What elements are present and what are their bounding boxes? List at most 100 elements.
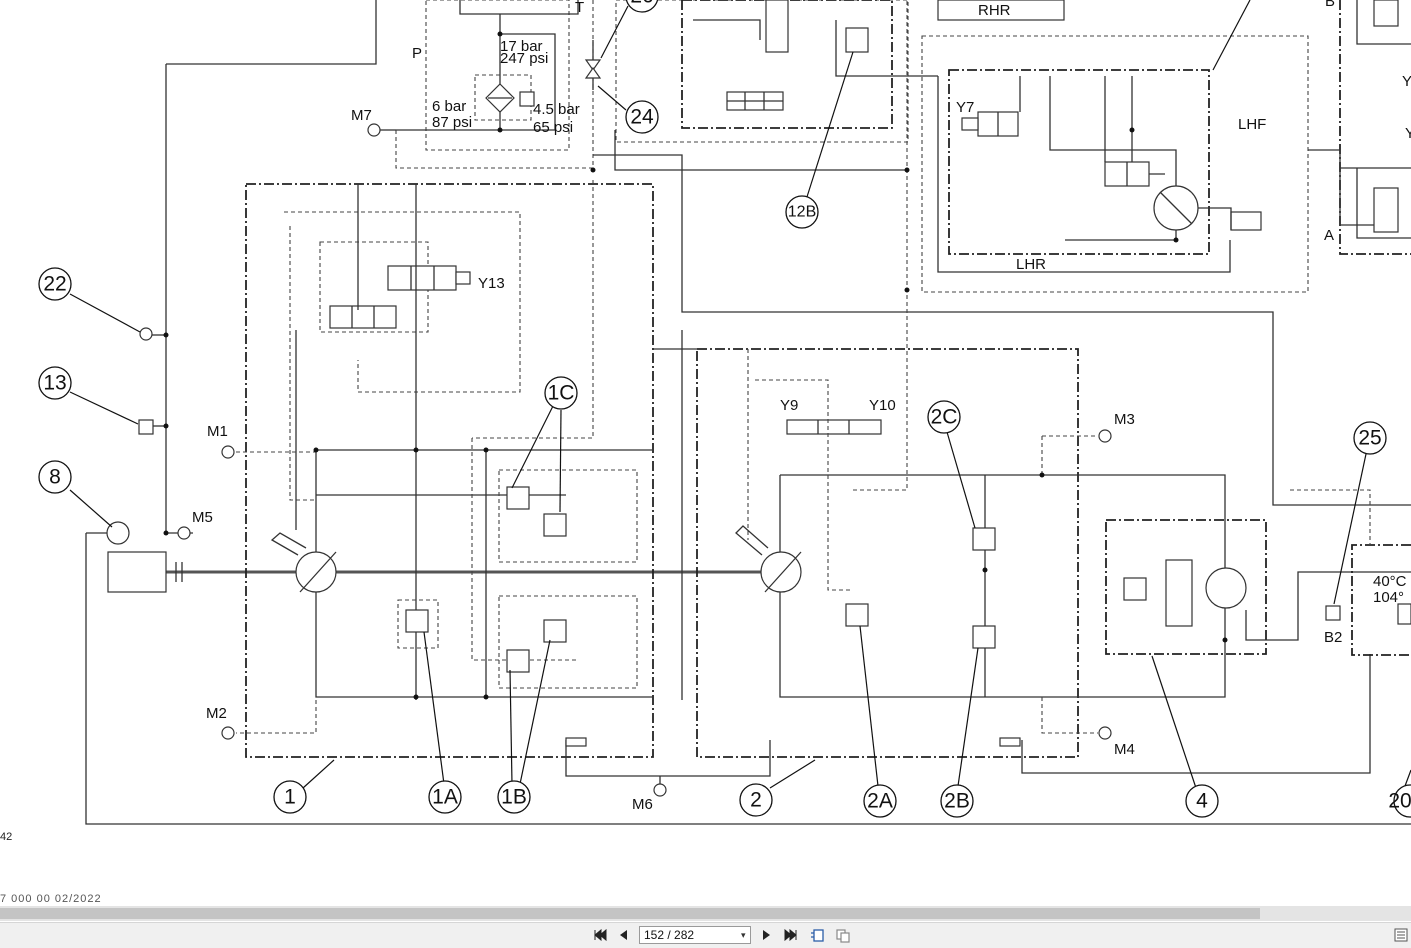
last-page-button[interactable]: [782, 926, 800, 944]
fit-page-icon: [811, 929, 824, 942]
scrollbar-thumb[interactable]: [0, 908, 1260, 919]
motor-lhf-arrow: [1159, 191, 1193, 225]
callout-4: 4: [1185, 784, 1219, 818]
rhr-box: [937, 0, 1065, 21]
solenoid-valve-y9-y10: [786, 419, 882, 435]
directional-valve-1: [329, 305, 397, 329]
check-valve-22: [139, 327, 153, 341]
pump-1: [295, 551, 337, 593]
svg-text:2B: 2B: [944, 790, 970, 813]
pump2-pilot-c: [853, 0, 908, 491]
pump2-m4: [1041, 697, 1098, 734]
pump-block-2: [696, 348, 1079, 758]
right-line-a: [1356, 0, 1411, 45]
lhf-line-a: [1049, 76, 1177, 186]
label-b: B: [1325, 0, 1335, 10]
right-line-d: [1308, 149, 1374, 226]
label-87psi: 87 psi: [432, 114, 472, 131]
svg-text:13: 13: [43, 372, 66, 395]
label-m7: M7: [351, 107, 372, 124]
test-port-m6: [653, 783, 667, 797]
pump2-pilot-b: [755, 379, 850, 591]
check-valve-26: [584, 59, 602, 72]
label-t: T: [575, 0, 584, 16]
test-port-m1: [221, 445, 235, 459]
next-page-button[interactable]: [758, 926, 776, 944]
test-port-m3: [1098, 429, 1112, 443]
fit-width-icon: [836, 929, 850, 943]
first-page-button[interactable]: [591, 926, 609, 944]
callout-2: 2: [739, 783, 773, 817]
motor-block-lhf-lhr: [948, 69, 1210, 255]
callout-26: 26: [625, 0, 659, 13]
test-port-m5: [177, 526, 191, 540]
pump-2-lever: [735, 525, 769, 556]
filter-block: [425, 0, 570, 151]
svg-text:24: 24: [630, 106, 654, 129]
label-y9: Y9: [780, 397, 798, 414]
valve-block-line-a: [693, 19, 761, 40]
label-y7: Y7: [956, 99, 974, 116]
svg-text:2C: 2C: [931, 406, 958, 429]
callout-2c: 2C: [927, 400, 961, 434]
pump-2-arrow: [764, 551, 802, 593]
label-temp-c: 40°C: [1373, 573, 1407, 590]
motor-4-out: [1245, 571, 1411, 641]
svg-text:1C: 1C: [548, 382, 575, 405]
solenoid-valve-y13: [387, 265, 457, 291]
label-6bar: 6 bar: [432, 98, 466, 115]
svg-text:1: 1: [284, 786, 296, 809]
valve-4a: [1123, 577, 1147, 601]
callout-20: 20: [1388, 784, 1411, 818]
label-m1: M1: [207, 423, 228, 440]
svg-text:20: 20: [1388, 790, 1411, 813]
sensor-b2: [1325, 605, 1341, 621]
fit-page-button[interactable]: [809, 926, 827, 944]
callout-2a: 2A: [863, 784, 897, 818]
valve-block-line-c: [593, 154, 1411, 506]
previous-page-button[interactable]: [614, 926, 632, 944]
valve-block-line-b: [835, 20, 938, 77]
right-valve-top: [1373, 0, 1399, 27]
label-65psi: 65 psi: [533, 119, 573, 136]
fit-width-button[interactable]: [834, 926, 852, 944]
svg-text:25: 25: [1358, 427, 1381, 450]
control-valve-inner: [681, 0, 893, 129]
label-m6: M6: [632, 796, 653, 813]
valve-group-1b: [498, 595, 638, 689]
filter-line-b: [500, 33, 556, 131]
label-m4: M4: [1114, 741, 1135, 758]
check-valve-24: [584, 66, 602, 79]
spool-valve-main: [765, 0, 789, 53]
relief-1c-a: [506, 486, 530, 510]
previous-page-icon: [620, 930, 627, 940]
page-dropdown-icon[interactable]: ▾: [741, 930, 746, 940]
label-m2: M2: [206, 705, 227, 722]
callout-1c: 1C: [544, 376, 578, 410]
svg-text:1B: 1B: [501, 786, 527, 809]
relief-1b-a: [543, 619, 567, 643]
bypass-valve: [519, 91, 535, 107]
page-number-field[interactable]: [639, 926, 751, 944]
cylinder-rod: [1126, 162, 1165, 186]
svg-text:2: 2: [750, 789, 762, 812]
first-page-icon: [594, 929, 607, 941]
label-m5: M5: [192, 509, 213, 526]
menu-button[interactable]: [1392, 926, 1410, 944]
callout-8: 8: [38, 460, 72, 494]
motor-shaft-lhf: [1198, 207, 1232, 230]
callout-22: 22: [38, 267, 72, 301]
valve-group-1c: [498, 469, 638, 563]
right-line-b: [1356, 168, 1411, 239]
y13-coil: [455, 271, 471, 285]
leader-arrows: [69, 0, 1411, 789]
p-port-line: [459, 0, 579, 15]
y7-coil: [961, 117, 979, 131]
drain-2: [999, 737, 1021, 747]
junction-dots: [163, 31, 1228, 700]
callout-25: 25: [1353, 421, 1387, 455]
dv1-internal: [351, 306, 375, 328]
label-y10: Y10: [869, 397, 896, 414]
callout-1b: 1B: [497, 780, 531, 814]
relief-2c: [972, 527, 996, 551]
